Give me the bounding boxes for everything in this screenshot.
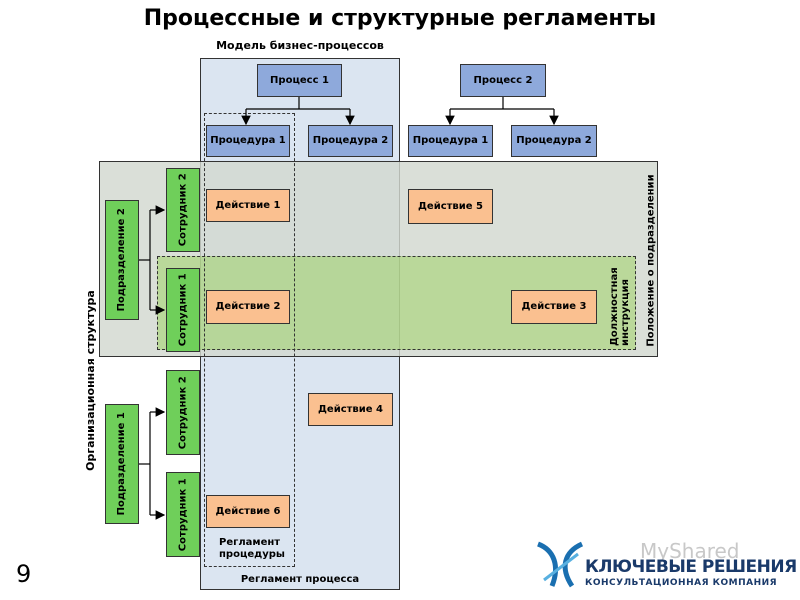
process-1-box: Процесс 1	[257, 64, 342, 97]
department-1-label: Подразделение 1	[116, 412, 128, 516]
job-instruction-label: Должностная инструкция	[609, 267, 631, 346]
page-title: Процессные и структурные регламенты	[143, 6, 657, 31]
dept-regulation-label-wrap: Положение о подразделении	[541, 174, 761, 346]
dept-2-employee-1-label: Сотрудник 1	[177, 273, 189, 347]
department-2-box: Подразделение 2	[105, 200, 139, 320]
dept-2-employee-2-label: Сотрудник 2	[177, 173, 189, 247]
page-number: 9	[16, 560, 32, 588]
department-2-label: Подразделение 2	[116, 208, 128, 312]
process-1-procedure-2-box: Процедура 2	[308, 125, 393, 157]
company-logo-icon	[536, 541, 584, 588]
org-structure-label: Организационная структура	[83, 289, 97, 471]
org-structure-label-wrap: Организационная структура	[0, 290, 210, 471]
process-1-procedure-1-box: Процедура 1	[206, 125, 290, 157]
procedure-regulation-label: Регламент процедуры	[219, 537, 285, 560]
dept-1-employee-1-label: Сотрудник 1	[177, 478, 189, 551]
action-2-box: Действие 2	[206, 290, 290, 324]
process-2-procedure-1-box: Процедура 1	[408, 125, 493, 157]
action-6-box: Действие 6	[206, 495, 290, 528]
logo-name: КЛЮЧЕВЫЕ РЕШЕНИЯ	[585, 557, 797, 577]
action-4-box: Действие 4	[308, 393, 393, 426]
process-2-box: Процесс 2	[460, 64, 546, 97]
watermark-text: MyShared	[640, 539, 740, 563]
action-5-box: Действие 5	[408, 189, 493, 224]
process-2-procedure-2-box: Процедура 2	[511, 125, 597, 157]
process-regulation-label: Регламент процесса	[240, 574, 360, 585]
logo-subtitle: КОНСУЛЬТАЦИОННАЯ КОМПАНИЯ	[585, 578, 778, 588]
dept-regulation-label: Положение о подразделении	[645, 173, 657, 347]
job-instruction-label-wrap: Должностная инструкция	[570, 267, 670, 346]
procedure-regulation-frame	[204, 113, 295, 567]
action-1-box: Действие 1	[206, 189, 290, 222]
dept-1-employee-1-box: Сотрудник 1	[166, 472, 200, 557]
action-3-box: Действие 3	[511, 290, 597, 324]
department-1-box: Подразделение 1	[105, 404, 139, 524]
model-label: Модель бизнес-процессов	[216, 39, 384, 52]
dept-1-employee-2-box: Сотрудник 2	[166, 370, 200, 455]
dept-2-employee-1-box: Сотрудник 1	[166, 268, 200, 352]
dept-2-employee-2-box: Сотрудник 2	[166, 168, 200, 252]
